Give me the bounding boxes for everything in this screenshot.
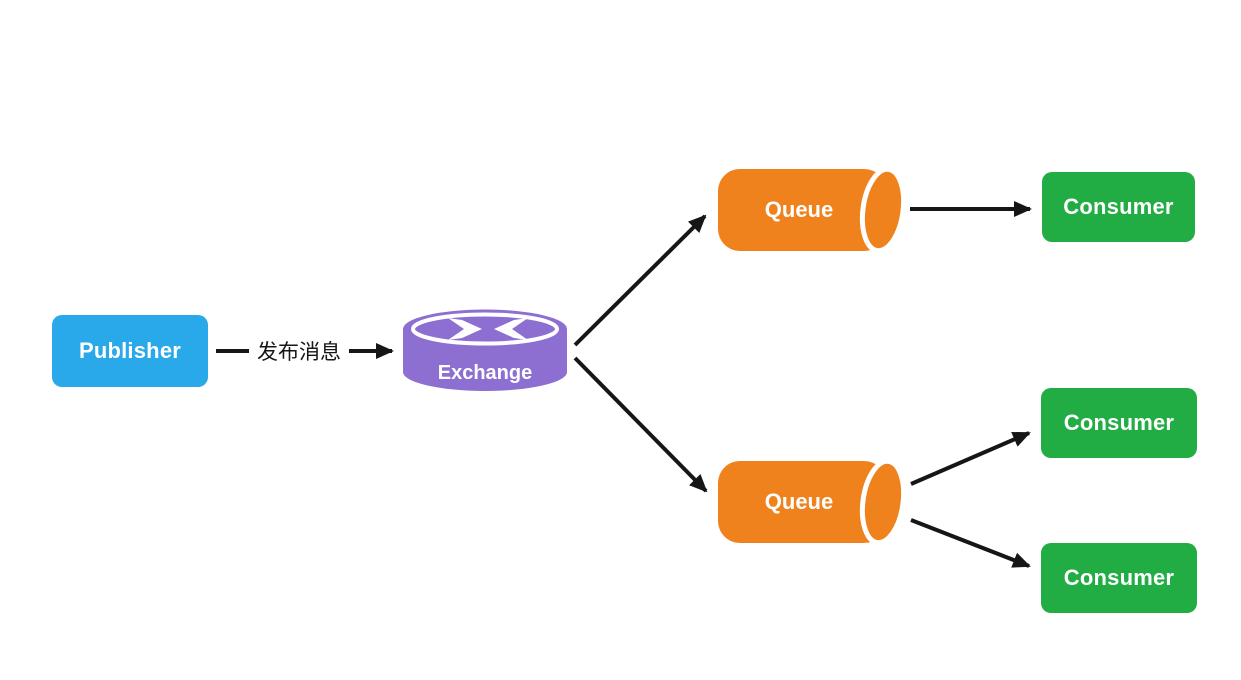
edge-queuebottom-consumer-mid (910, 431, 1031, 486)
consumer-mid-label: Consumer (1063, 410, 1175, 435)
queue-top-label: Queue (764, 197, 834, 222)
exchange-top-outline (411, 312, 559, 346)
publisher-node: Publisher (52, 315, 208, 387)
queue-cylinder-body (718, 461, 886, 543)
edge-exchange-queue-top (573, 214, 707, 347)
exchange-label: Exchange (437, 361, 533, 384)
exchange-cylinder-icon (403, 309, 567, 391)
queue-cylinder-icon (718, 460, 907, 544)
edge-label-publish-message: 发布消息 (249, 336, 349, 366)
queue-cylinder-cap (859, 460, 907, 544)
queue-cylinder-cap (859, 168, 907, 252)
exchange-node: Exchange (402, 308, 568, 394)
router-arrows-icon (448, 318, 528, 340)
queue-cylinder-icon (718, 168, 907, 252)
consumer-bottom-label: Consumer (1063, 565, 1175, 590)
edge-exchange-queue-bottom (573, 356, 708, 493)
consumer-node-bottom: Consumer (1041, 543, 1197, 613)
queue-bottom-label: Queue (764, 489, 834, 514)
queue-cylinder-body (718, 169, 886, 251)
consumer-node-top: Consumer (1042, 172, 1195, 242)
edge-queuebottom-consumer-bottom (910, 518, 1031, 568)
publisher-label: Publisher (78, 338, 182, 363)
queue-node-bottom: Queue (718, 460, 908, 544)
consumer-node-mid: Consumer (1041, 388, 1197, 458)
consumer-top-label: Consumer (1063, 194, 1174, 219)
queue-node-top: Queue (718, 168, 908, 252)
